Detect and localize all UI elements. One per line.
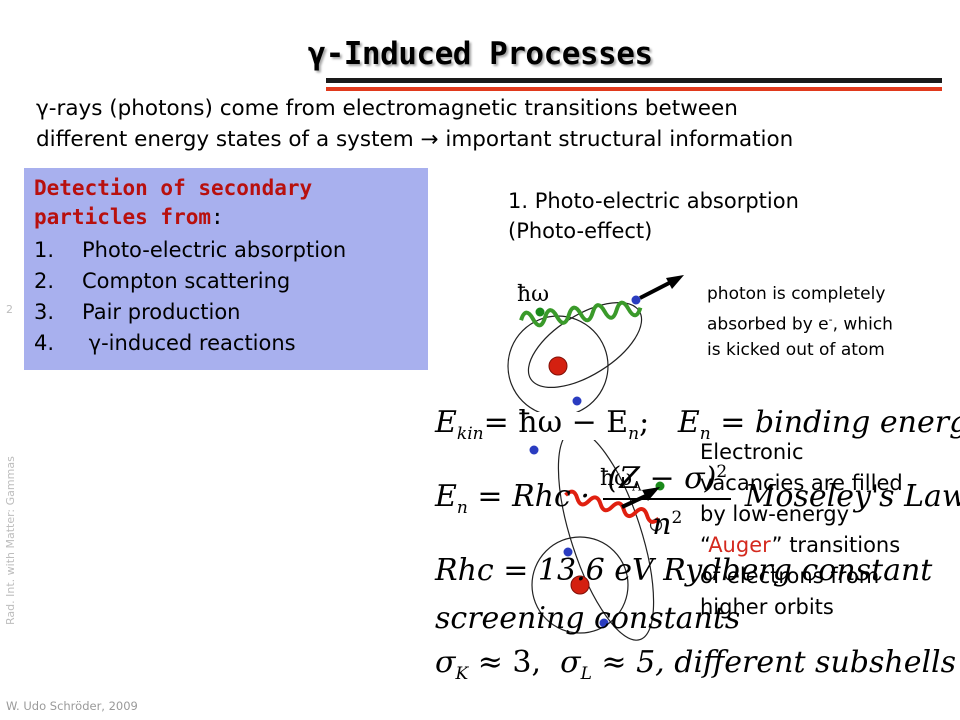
auger-photon-wave [564, 489, 661, 524]
auger-photon-label: ħωA [600, 466, 642, 494]
orbit-inner [531, 536, 629, 634]
eq-text: = Rhc · [467, 479, 600, 514]
auger-line: of electrons from [700, 564, 880, 588]
eq-superscript: 2 [716, 462, 728, 482]
eq-symbol: σ [560, 645, 581, 680]
detection-item-label: Pair production [82, 300, 241, 324]
photo-effect-atom-diagram [507, 275, 684, 412]
eq-subscript: kin [456, 424, 484, 444]
intro-line-2: different energy states of a system → im… [36, 127, 794, 152]
detection-item-number: 4. [34, 331, 55, 355]
arrow-head [666, 275, 684, 289]
photo-effect-note: photon is completely absorbed by e-, whi… [707, 282, 959, 363]
auger-atom-diagram [529, 440, 665, 641]
electron-blue [529, 445, 539, 455]
auger-keyword: Auger [708, 533, 772, 557]
eq-text: ≈ 5, different subshells [591, 645, 957, 680]
photo-effect-heading-line-2: (Photo-effect) [508, 219, 653, 243]
detection-item-label: γ-induced reactions [82, 331, 296, 355]
detection-item-number: 2. [34, 269, 55, 293]
eq-text: ≈ 3, [468, 645, 561, 680]
electron-blue [599, 618, 609, 628]
eq-text: = binding energy [710, 405, 960, 440]
electron-blue [563, 547, 573, 557]
eq-symbol: E [435, 405, 457, 440]
auger-line: “Auger” transitions [700, 530, 960, 561]
electron-green [535, 307, 545, 317]
auger-line-tail: ” transitions [771, 533, 901, 557]
eq-symbol: E [435, 479, 457, 514]
detection-heading: Detection of secondary particles from: [34, 174, 424, 232]
detection-heading-colon: : [211, 205, 224, 229]
photon-label: ħω [517, 282, 550, 307]
photo-effect-heading-line-1: 1. Photo-electric absorption [508, 189, 799, 213]
photo-effect-note-line-2: absorbed by e-, which [707, 307, 959, 338]
nucleus [570, 575, 590, 595]
side-note-text: Rad. Int. with Matter: Gammas [4, 456, 17, 625]
eq-numerator: (Z − σ)2 [603, 453, 732, 500]
detection-heading-text: Detection of secondary particles from [34, 176, 313, 229]
auger-line: by low-energy [700, 502, 850, 526]
arrow-head [642, 487, 660, 501]
eq-text: Moseley's Law [735, 479, 960, 514]
note-superscript: - [828, 313, 833, 326]
auger-line: higher orbits [700, 595, 834, 619]
eq-text: ; [639, 405, 678, 440]
eq-text: = ħω − E [483, 405, 629, 440]
intro-text: γ-rays (photons) come from electromagnet… [36, 93, 951, 155]
detection-item: 3. Pair production [34, 297, 424, 327]
eq-superscript: 2 [671, 508, 683, 528]
title-rule-red [326, 87, 942, 91]
electron-blue [572, 396, 582, 406]
electron-blue [631, 295, 641, 305]
photo-effect-heading: 1. Photo-electric absorption (Photo-effe… [508, 186, 928, 246]
auger-arrow [621, 492, 651, 509]
intro-line-1: γ-rays (photons) come from electromagnet… [36, 96, 738, 121]
eq-subscript: n [456, 498, 468, 518]
auger-line: vacancies are filled [700, 471, 903, 495]
auger-photon-subscript: A [632, 479, 642, 495]
eq-denominator: n2 [652, 500, 682, 543]
auger-line: Electronic [700, 440, 804, 464]
eq-text: n [652, 507, 672, 542]
detection-item-label: Photo-electric absorption [82, 238, 347, 262]
footer-credit: W. Udo Schröder, 2009 [6, 699, 138, 713]
detection-item-label: Compton scattering [82, 269, 291, 293]
equation-screening: screening constants [435, 601, 741, 636]
slide-title: γ-Induced Processes [307, 36, 653, 72]
eq-symbol: σ [435, 645, 456, 680]
detection-item-number: 1. [34, 238, 55, 262]
eq-symbol: E [677, 405, 700, 440]
eq-subscript: K [455, 664, 469, 684]
incoming-photon-wave [519, 300, 643, 328]
equation-kinetic-energy: Ekin= ħω − En; En = binding energy [435, 405, 960, 444]
auger-description: Electronic vacancies are filled by low-e… [700, 437, 960, 623]
equation-subshells: σK ≈ 3, σL ≈ 5, different subshells [435, 645, 956, 684]
photo-effect-note-line-1: photon is completely [707, 284, 886, 304]
title-rule-dark [326, 78, 942, 83]
nucleus [548, 356, 568, 376]
eq-subscript: L [580, 664, 592, 684]
detection-item: 2. Compton scattering [34, 266, 424, 296]
auger-photon-symbol: ħω [600, 466, 633, 491]
note-text: , which [832, 314, 893, 335]
quote-open: “ [700, 533, 709, 557]
page-number: 2 [6, 303, 13, 316]
photo-effect-note-line-3: is kicked out of atom [707, 339, 885, 360]
eq-subscript: n [628, 424, 640, 444]
equation-rydberg: Rhc = 13.6 eV Rydberg constant [435, 553, 933, 588]
eq-subscript: n [699, 424, 711, 444]
note-text: absorbed by e [707, 314, 829, 335]
orbit-outer [557, 440, 655, 641]
detection-item-number: 3. [34, 300, 55, 324]
detection-item: 4. γ-induced reactions [34, 328, 424, 358]
detection-box [24, 168, 428, 370]
detection-item: 1. Photo-electric absorption [34, 235, 424, 265]
eq-text: (Z − σ) [607, 461, 717, 496]
